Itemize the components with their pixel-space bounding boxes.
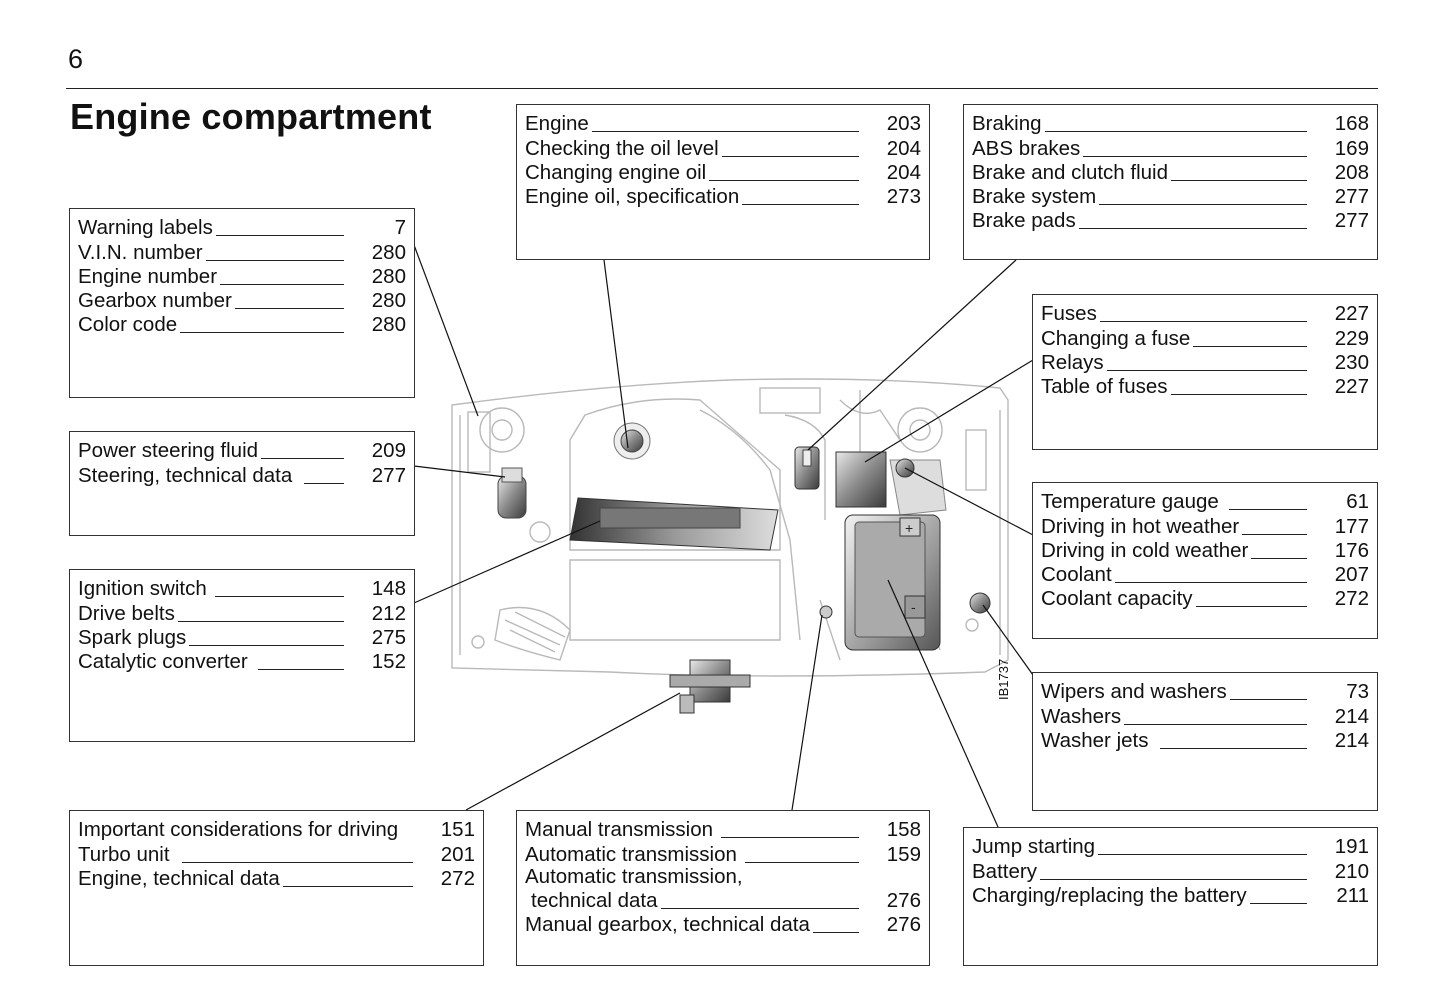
turbo-unit [669, 659, 751, 714]
fuse-box [835, 451, 887, 508]
engine-bay-outline [451, 378, 1009, 677]
oil-filler-cap [613, 422, 651, 460]
dipstick-ring [819, 605, 833, 619]
page-number: 6 [68, 44, 84, 74]
header-rule [66, 88, 1378, 89]
page-title: Engine compartment [70, 96, 432, 137]
index-entry[interactable]: Automatic transmission, [525, 864, 743, 888]
brake-fluid-reservoir [794, 446, 820, 490]
spark-plug-cover [569, 497, 779, 551]
battery-plus-terminal: + [905, 520, 913, 536]
battery-minus-terminal: - [911, 599, 916, 615]
leader-lines [413, 244, 1034, 828]
battery: + - [844, 514, 941, 651]
coolant-reservoir [889, 458, 947, 516]
power-steering-reservoir [497, 467, 527, 519]
figure-reference: IB1737 [996, 658, 1011, 700]
